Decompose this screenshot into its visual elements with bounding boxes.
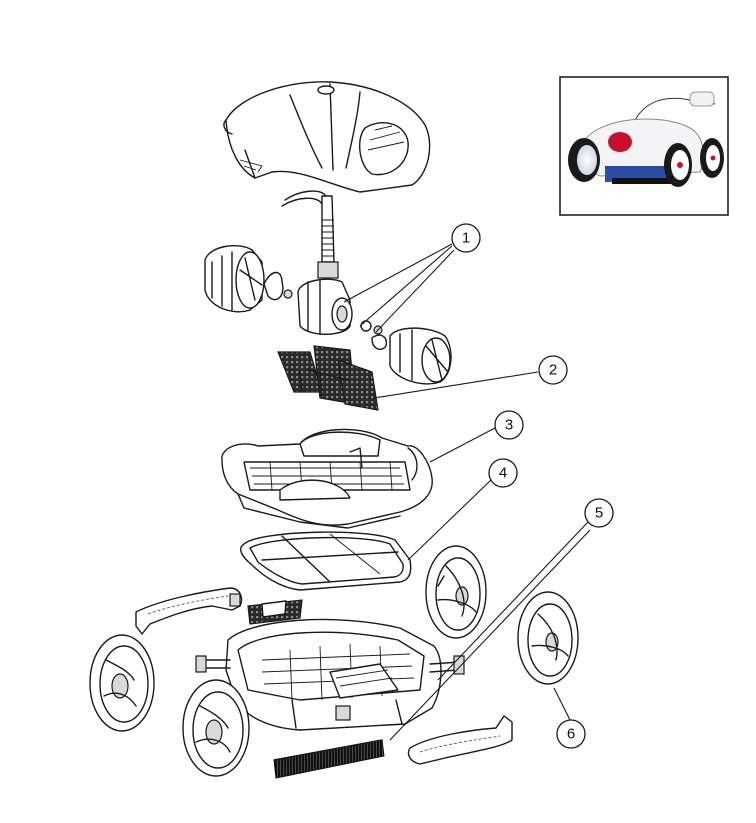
handle-right (407, 715, 513, 765)
top-cover (223, 81, 431, 193)
wheel-rear-right (425, 545, 487, 639)
chassis (195, 618, 465, 731)
filter-grid (240, 531, 412, 591)
wheel-part-6 (517, 591, 579, 685)
grid-insert (247, 599, 303, 625)
filter-bag (277, 345, 379, 411)
wheel-front-left (89, 634, 155, 732)
callout-1-label: 1 (462, 230, 470, 247)
motor-assembly (204, 244, 452, 385)
callout-5-label: 5 (595, 505, 603, 522)
leader-lines (343, 243, 591, 741)
callout-2-label: 2 (549, 362, 557, 379)
callout-1: 1 (451, 223, 481, 253)
callout-4-label: 4 (499, 465, 507, 482)
brush-strip (273, 739, 385, 779)
top-frame (221, 428, 433, 529)
callout-3-label: 3 (505, 417, 513, 434)
callout-5: 5 (584, 498, 614, 528)
product-photo (559, 76, 729, 216)
callout-6: 6 (556, 719, 586, 749)
handle-left (135, 587, 243, 635)
callout-6-label: 6 (567, 726, 575, 743)
wheel-front-middle (182, 679, 250, 777)
callout-2: 2 (538, 355, 568, 385)
callout-4: 4 (488, 458, 518, 488)
callout-3: 3 (494, 410, 524, 440)
hose-pipe (281, 190, 339, 279)
